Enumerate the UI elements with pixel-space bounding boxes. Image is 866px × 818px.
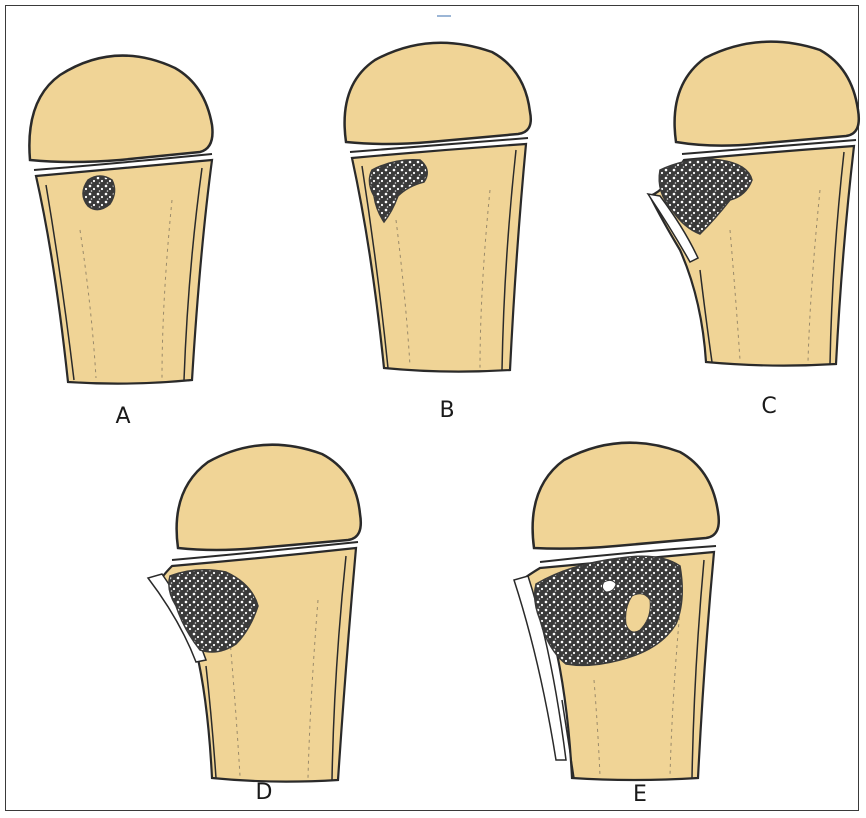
panel-e bbox=[514, 443, 719, 780]
epiphysis-head bbox=[533, 443, 719, 549]
panel-label-c: C bbox=[749, 394, 789, 419]
epiphysis-head bbox=[675, 42, 859, 146]
panel-label-a: A bbox=[103, 404, 143, 429]
panel-label-e: E bbox=[620, 782, 660, 807]
panel-a bbox=[29, 56, 212, 384]
panel-d bbox=[148, 445, 361, 782]
lesion bbox=[83, 176, 115, 210]
epiphysis-head bbox=[29, 56, 212, 162]
panel-label-b: B bbox=[427, 398, 467, 423]
epiphysis-head bbox=[177, 445, 361, 550]
panel-c bbox=[648, 42, 859, 366]
panel-b bbox=[345, 43, 531, 372]
epiphysis-head bbox=[345, 43, 531, 144]
panel-label-d: D bbox=[244, 780, 284, 805]
